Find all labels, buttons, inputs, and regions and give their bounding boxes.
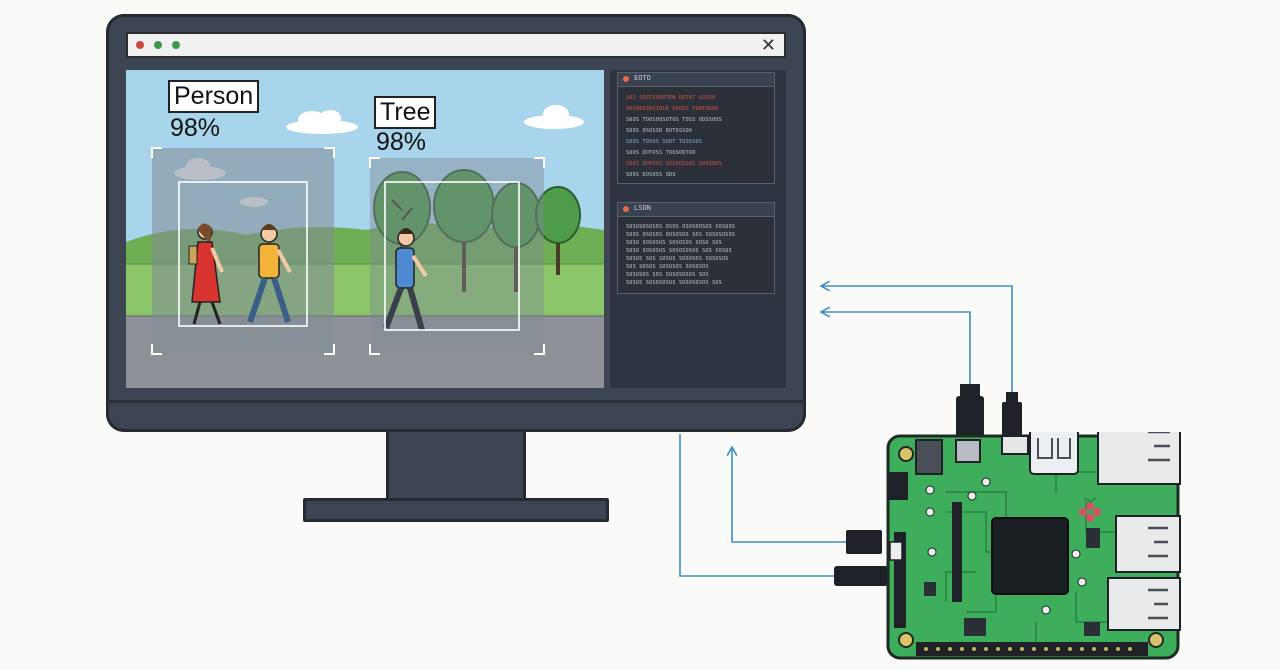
window-maximize-dot[interactable]	[172, 41, 180, 49]
scene-illustration	[126, 105, 604, 388]
log-line: SOOS OSOSOS OOSOSOS SOS SOSOSOSOS	[626, 232, 736, 238]
log-line: SOOS DOTOSS SOSOOSSOS SOOSOOS	[626, 161, 722, 167]
cable-arrow-icon	[822, 312, 971, 388]
log-line: SOOS DOTOSS TOOSOOTOO	[626, 150, 696, 156]
status-dot-icon	[623, 76, 629, 82]
detection-label-person: Person	[168, 80, 260, 113]
window-minimize-dot[interactable]	[154, 41, 162, 49]
log-line: SOSOSOS SOS SOSOSOSOS SOS	[626, 272, 709, 278]
panel-title: LSON	[634, 204, 651, 212]
raspberry-logo-icon	[1079, 497, 1101, 522]
close-icon[interactable]: ✕	[760, 35, 776, 55]
log-line: SOOS OSOSSD DOTOSSOO	[626, 128, 693, 134]
log-line: SOSOSOSOSOS OSOS OSOSOOSOS SOSOOS	[626, 224, 736, 230]
single-board-computer	[886, 432, 1181, 660]
log-line: SOOS TOOSOOSOTOS TOSS ODSSOOS	[626, 117, 722, 123]
power-port-icon	[1029, 432, 1079, 475]
log-panel-top[interactable]: EOTO SOS SEGTSOROTEN DOTAT SOIOO SUSOEOSO…	[617, 72, 775, 184]
person-icon	[188, 223, 428, 331]
log-line: SUSOEOSOSIOLE OSOSS TONTODOS	[626, 106, 719, 112]
log-line: SOS SOSOS SOSOSOS SOSOSOS	[626, 264, 709, 270]
log-line: SOS SEGTSOROTEN DOTAT SOIOO	[626, 95, 716, 101]
detection-label-tree: Tree	[374, 96, 437, 129]
window-titlebar: ✕	[126, 32, 786, 58]
panel-header: LSON	[618, 203, 774, 217]
detection-confidence-tree: 98%	[376, 128, 427, 156]
camera-view: Person 98% Tree 98%	[126, 70, 604, 388]
log-lines: SOS SEGTSOROTEN DOTAT SOIOO SUSOEOSOSIOLE…	[618, 87, 774, 187]
log-line: SOOS DOSOSS SDS	[626, 172, 676, 178]
plug-icon	[834, 384, 1022, 586]
monitor-stand-neck	[386, 432, 526, 500]
log-line: SOSOS SOS SOSOS SOSOSOS SOSOSOS	[626, 256, 729, 262]
monitor-stand-base	[303, 498, 609, 522]
detection-confidence-person: 98%	[170, 114, 221, 142]
cpu-chip-icon	[991, 517, 1069, 595]
person-bounding-box	[178, 181, 308, 327]
monitor-chin	[106, 400, 806, 403]
log-line: SOSO SOSOSOS SOSOSOSOS SOS SOSOS	[626, 248, 732, 254]
cable-arrow-icon	[732, 448, 852, 543]
status-dot-icon	[623, 206, 629, 212]
side-panel-area: EOTO SOS SEGTSOROTEN DOTAT SOIOO SUSOEOSO…	[610, 70, 786, 388]
panel-header: EOTO	[618, 73, 774, 87]
tree-bounding-box	[384, 181, 520, 331]
log-line: SOOS TOSOS SOOT TOOSSOS	[626, 139, 703, 145]
cable-arrow-icon	[822, 286, 1013, 396]
log-line: SOSO SOSOSOS SOSOSOS SOSO SOS	[626, 240, 722, 246]
corner-bracket-icon	[151, 147, 545, 355]
cable-line	[679, 434, 840, 577]
window-close-dot[interactable]	[136, 41, 144, 49]
log-lines: SOSOSOSOSOS OSOS OSOSOOSOS SOSOOS SOOS OS…	[618, 217, 774, 293]
log-line: SOSOS SOSOSOSOS SOSOSOSOS SOS	[626, 280, 722, 286]
panel-title: EOTO	[634, 74, 651, 82]
